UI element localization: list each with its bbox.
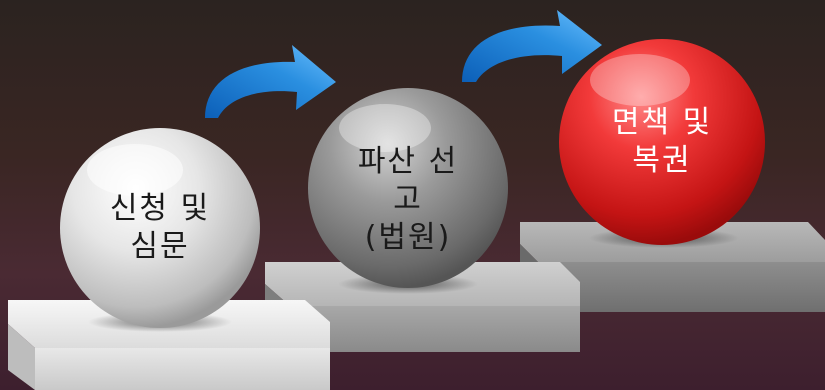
ball-step-3 <box>559 39 765 245</box>
step-2-label: 파산 선 고 (법원) <box>323 143 493 257</box>
step-2-label-line-3: (법원) <box>364 220 452 255</box>
step-1-label-line-2: 심문 <box>130 229 190 264</box>
step-1-label: 신청 및 심문 <box>75 190 245 266</box>
step-3-label-line-2: 복권 <box>632 143 692 178</box>
arrow-step-2-to-3 <box>462 10 602 82</box>
ball-step-2 <box>308 88 508 288</box>
arrow-step-1-to-2 <box>205 45 336 118</box>
step-2-label-line-2: 고 <box>393 182 423 217</box>
step-1-label-line-1: 신청 및 <box>109 191 211 226</box>
step-3-label: 면책 및 복권 <box>577 104 747 180</box>
step-3-label-line-1: 면책 및 <box>611 105 713 140</box>
step-2-label-line-1: 파산 선 <box>357 144 459 179</box>
